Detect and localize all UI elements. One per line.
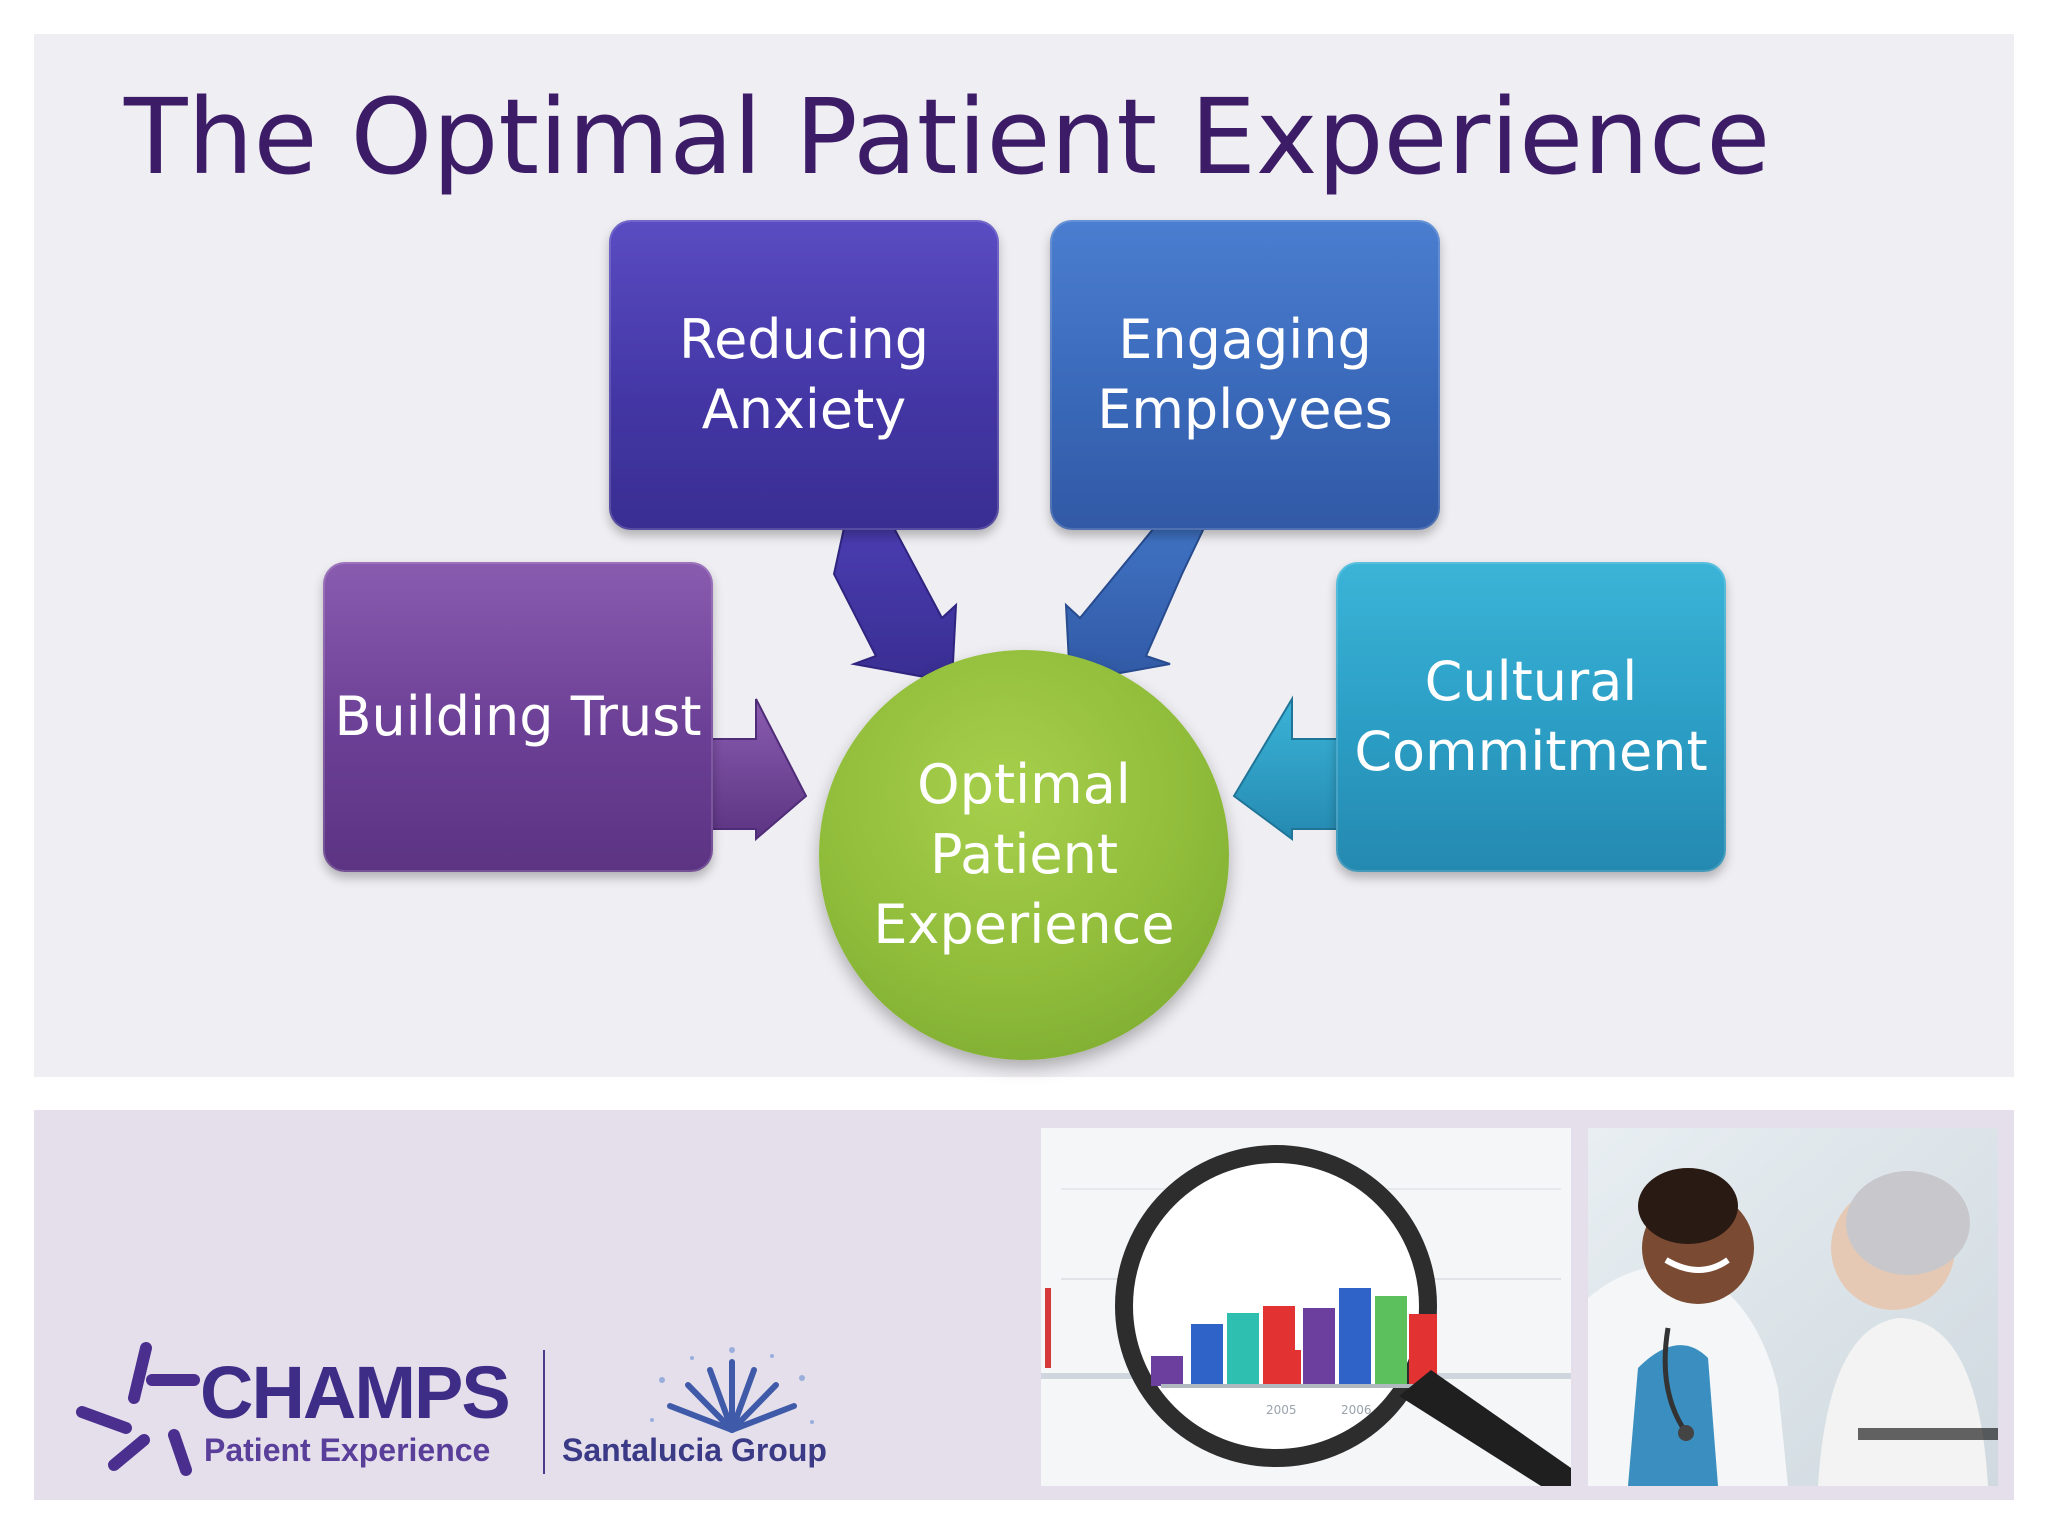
node-building-trust: Building Trust	[323, 562, 713, 872]
santalucia-logo: Santalucia Group	[562, 1340, 862, 1480]
node-cultural-commitment: Cultural Commitment	[1336, 562, 1726, 872]
slide-title: The Optimal Patient Experience	[124, 76, 1771, 198]
champs-subtitle: Patient Experience	[204, 1432, 491, 1468]
santalucia-wordmark: Santalucia Group	[562, 1432, 827, 1468]
node-optimal-patient-experience: Optimal Patient Experience	[819, 650, 1229, 1060]
slide: The Optimal Patient Experience Reducing …	[34, 34, 2014, 1077]
diagram-arrows	[706, 527, 1343, 842]
node-engaging-employees: Engaging Employees	[1050, 220, 1440, 530]
santalucia-burst-icon	[650, 1347, 814, 1433]
arrow-cultural-commitment	[1232, 695, 1343, 841]
arrow-building-trust	[706, 698, 808, 842]
chart-photo-label-2006: 2006	[1341, 1403, 1372, 1417]
arrow-engaging-employees	[1064, 527, 1206, 684]
chart-photo-label-2005: 2005	[1266, 1403, 1297, 1417]
footer-banner: CHAMPS Patient Experience Santalucia Gro…	[34, 1110, 2014, 1500]
doctor-patient-photo	[1588, 1128, 1998, 1486]
champs-wordmark: CHAMPS	[200, 1351, 511, 1434]
node-reducing-anxiety: Reducing Anxiety	[609, 220, 999, 530]
champs-star-icon	[76, 1342, 200, 1476]
arrow-reducing-anxiety	[832, 527, 958, 684]
logo-divider	[543, 1350, 545, 1474]
champs-logo: CHAMPS Patient Experience	[74, 1340, 534, 1480]
magnifier-chart-photo: 2005 2006	[1041, 1128, 1571, 1486]
